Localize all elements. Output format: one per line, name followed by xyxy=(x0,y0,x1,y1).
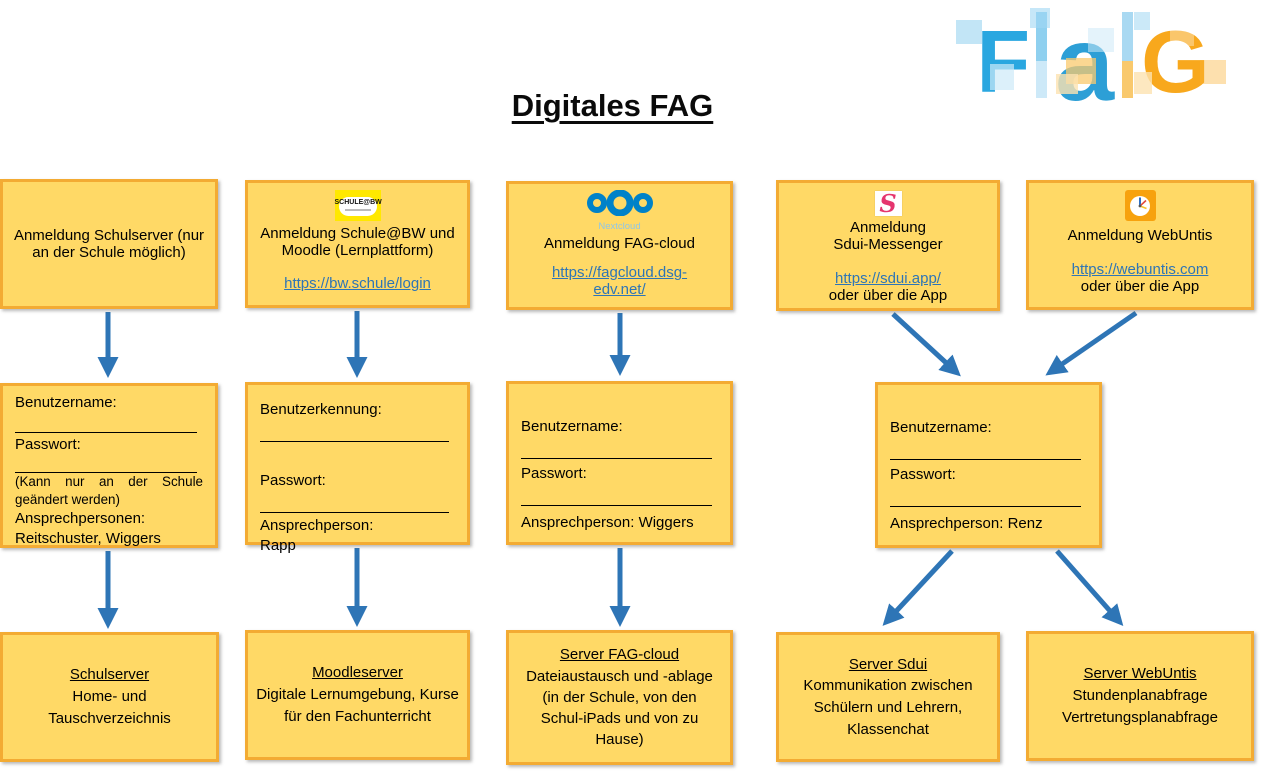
arrow-sdui-to-cred xyxy=(891,312,961,377)
box-anmeldung-webuntis: Anmeldung WebUntis https://webuntis.com … xyxy=(1026,180,1254,310)
username-label: Benutzername: xyxy=(15,394,117,411)
sdui-after-link-text: oder über die App xyxy=(828,287,948,304)
server-desc-line2: Vertretungsplanabfrage xyxy=(1062,708,1218,726)
server-heading: Schulserver xyxy=(69,666,150,684)
logo-letter-g: G xyxy=(1141,11,1210,111)
arrow-webuntis-to-cred xyxy=(1045,310,1138,376)
bw-schule-login-link[interactable]: https://bw.schule/login xyxy=(284,275,431,292)
password-label: Passwort: xyxy=(521,465,587,482)
box-anmeldung-schulebw: SCHULE@BW Anmeldung Schule@BW und Moodle… xyxy=(245,180,470,308)
schulserver-note: (Kann nur an der Schule geändert werden) xyxy=(15,474,203,508)
anmeldung-fagcloud-text: Anmeldung FAG-cloud xyxy=(544,235,695,252)
box-anmeldung-schulserver: Anmeldung Schulserver (nur an der Schule… xyxy=(0,179,218,309)
fagcloud-link[interactable]: https://fagcloud.dsg-edv.net/ xyxy=(551,264,688,298)
password-label: Passwort: xyxy=(890,466,956,483)
logo-divider-bar xyxy=(1036,12,1048,98)
server-heading: Server FAG-cloud xyxy=(559,646,680,664)
webuntis-after-link-text: oder über die App xyxy=(1080,278,1200,295)
contact-line: Ansprechperson: Renz xyxy=(890,515,1043,532)
webuntis-link[interactable]: https://webuntis.com xyxy=(1071,261,1209,278)
contact-line: Ansprechperson: Wiggers xyxy=(521,514,694,531)
contact-names: Reitschuster, Wiggers xyxy=(15,530,161,548)
server-desc: Kommunikation zwischen Schülern und Lehr… xyxy=(803,677,973,738)
schule-bw-logo-subline xyxy=(344,209,371,211)
box-credentials-sdui-webuntis: Benutzername: Passwort: Ansprechperson: … xyxy=(875,382,1102,548)
page-title: Digitales FAG xyxy=(511,88,714,123)
password-blank-line xyxy=(260,489,450,513)
box-credentials-fagcloud: Benutzername: Passwort: Ansprechperson: … xyxy=(506,381,733,545)
username-blank-line xyxy=(890,436,1082,460)
anmeldung-webuntis-text: Anmeldung WebUntis xyxy=(1067,227,1213,244)
username-blank-line xyxy=(15,411,198,433)
sdui-app-link[interactable]: https://sdui.app/ xyxy=(835,270,941,287)
password-label: Passwort: xyxy=(15,436,81,453)
webuntis-clock-icon xyxy=(1124,190,1156,221)
anmeldung-schulebw-text: Anmeldung Schule@BW und Moodle (Lernplat… xyxy=(260,225,455,259)
password-blank-line xyxy=(890,483,1082,507)
box-server-sdui: Server Sdui Kommunikation zwischen Schül… xyxy=(776,632,1000,762)
box-server-fagcloud: Server FAG-cloud Dateiaustausch und -abl… xyxy=(506,630,733,765)
arrow-cred-to-webuntis-server xyxy=(1055,549,1124,626)
box-anmeldung-fagcloud: Nextcloud Anmeldung FAG-cloud https://fa… xyxy=(506,181,733,310)
server-desc-line1: Home- und xyxy=(72,688,147,706)
box-anmeldung-sdui: S Anmeldung Sdui-Messenger https://sdui.… xyxy=(776,180,1000,311)
server-desc: Digitale Lernumgebung, Kurse für den Fac… xyxy=(256,686,459,725)
box-server-moodle: Moodleserver Digitale Lernumgebung, Kurs… xyxy=(245,630,470,760)
schule-bw-logo: SCHULE@BW xyxy=(334,190,382,221)
server-desc-line1: Stundenplanabfrage xyxy=(1072,687,1208,705)
sdui-icon: S xyxy=(874,188,902,218)
nextcloud-icon xyxy=(581,189,659,220)
password-label: Passwort: xyxy=(260,472,326,489)
logo-divider-bar xyxy=(1122,12,1134,98)
sdui-icon-letter: S xyxy=(879,188,897,218)
server-heading: Moodleserver xyxy=(312,664,403,682)
anmeldung-sdui-line2: Sdui-Messenger xyxy=(833,236,943,253)
contact-label: Ansprechpersonen: xyxy=(15,510,146,528)
logo-letter-f: F xyxy=(976,11,1030,111)
cloud-shape xyxy=(338,197,377,216)
anmeldung-sdui-line1: Anmeldung xyxy=(850,219,926,236)
box-server-schulserver: Schulserver Home- und Tauschverzeichnis xyxy=(0,632,219,762)
password-blank-line xyxy=(15,453,198,473)
username-blank-line xyxy=(260,418,450,442)
server-heading: Server Sdui xyxy=(848,655,928,673)
contact-names: Rapp xyxy=(260,537,296,554)
username-label: Benutzername: xyxy=(890,419,992,436)
nextcloud-caption: Nextcloud xyxy=(598,221,641,232)
username-blank-line xyxy=(521,435,713,459)
box-credentials-schulserver: Benutzername: Passwort: (Kann nur an der… xyxy=(0,383,218,548)
arrow-cred-to-sdui-server xyxy=(882,549,954,626)
contact-label: Ansprechperson: xyxy=(260,517,374,534)
password-blank-line xyxy=(521,482,713,506)
anmeldung-schulserver-text: Anmeldung Schulserver (nur an der Schule… xyxy=(13,227,205,261)
username-label: Benutzerkennung: xyxy=(260,401,382,418)
server-desc-line2: Tauschverzeichnis xyxy=(48,709,171,727)
box-server-webuntis: Server WebUntis Stundenplanabfrage Vertr… xyxy=(1026,631,1254,761)
username-label: Benutzername: xyxy=(521,418,623,435)
schule-bw-logo-label: SCHULE@BW xyxy=(334,199,382,206)
server-desc: Dateiaustausch und -ablage (in der Schul… xyxy=(526,667,713,749)
server-heading: Server WebUntis xyxy=(1083,665,1197,683)
box-credentials-schulebw: Benutzerkennung: Passwort: Ansprechperso… xyxy=(245,382,470,554)
